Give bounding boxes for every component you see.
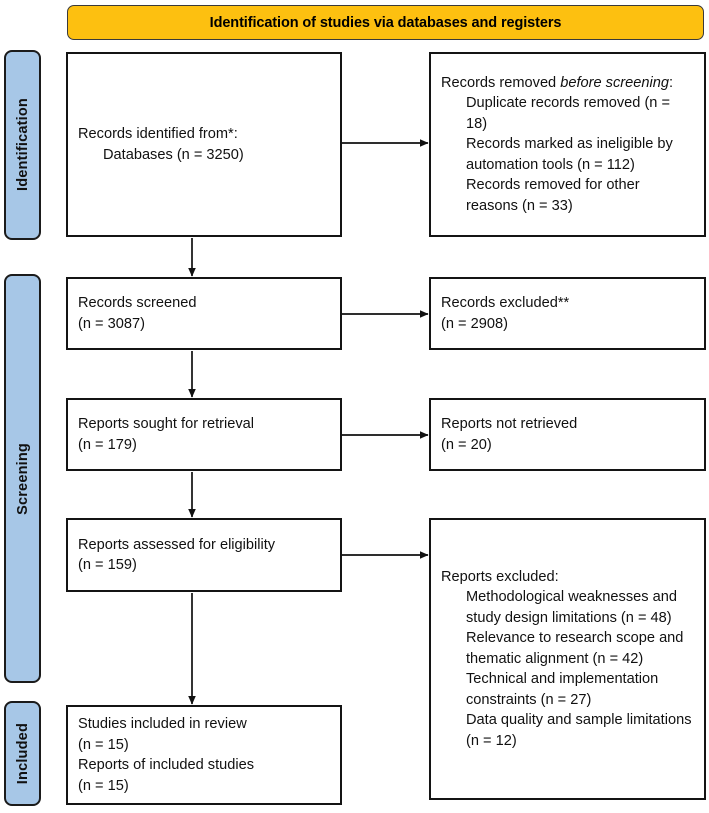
records-excluded-label: Records excluded** [441, 295, 570, 311]
reports-not-retrieved-count: (n = 20) [441, 436, 492, 453]
studies-included-label: Studies included in review [78, 716, 247, 732]
phase-label-screening: Screening [4, 274, 41, 683]
phase-label-included: Included [4, 701, 41, 806]
records-removed-heading: Records removed before screening: [441, 73, 694, 94]
reports-sought-count: (n = 179) [78, 436, 137, 453]
banner-identification-databases: Identification of studies via databases … [67, 5, 704, 40]
phase-label-identification-text: Identification [14, 98, 31, 192]
box-studies-included-in-review: Studies included in review (n = 15) Repo… [66, 705, 342, 805]
reports-included-count: (n = 15) [78, 777, 129, 794]
phase-label-identification: Identification [4, 50, 41, 240]
reports-sought-label: Reports sought for retrieval [78, 416, 255, 432]
reports-excluded-methodological: Methodological weaknesses and study desi… [466, 589, 677, 626]
reports-excluded-data-quality: Data quality and sample limitations (n =… [466, 712, 692, 749]
banner-title: Identification of studies via databases … [209, 14, 562, 31]
phase-label-included-text: Included [14, 722, 31, 785]
records-screened-label: Records screened [78, 295, 197, 311]
records-screened-count: (n = 3087) [78, 315, 145, 332]
records-removed-duplicates: Duplicate records removed (n = 18) [466, 95, 670, 132]
records-excluded-count: (n = 2908) [441, 315, 508, 332]
box-reports-excluded-reasons: Reports excluded: Methodological weaknes… [429, 518, 706, 800]
reports-excluded-heading: Reports excluded: [441, 568, 559, 585]
reports-assessed-count: (n = 159) [78, 557, 137, 573]
reports-assessed-label: Reports assessed for eligibility [78, 536, 276, 553]
box-records-identified: Records identified from*: Databases (n =… [66, 52, 342, 237]
records-identified-line1: Records identified from*: [78, 126, 238, 142]
box-reports-sought-for-retrieval: Reports sought for retrieval (n = 179) [66, 398, 342, 471]
reports-not-retrieved-label: Reports not retrieved [441, 416, 578, 432]
records-removed-other: Records removed for other reasons (n = 3… [466, 177, 640, 214]
reports-excluded-technical: Technical and implementation constraints… [466, 671, 659, 708]
phase-label-screening-text: Screening [14, 442, 31, 515]
box-records-screened: Records screened (n = 3087) [66, 277, 342, 350]
records-removed-heading-italic: before screening [560, 74, 669, 91]
box-reports-not-retrieved: Reports not retrieved (n = 20) [429, 398, 706, 471]
records-identified-databases: Databases (n = 3250) [103, 146, 244, 163]
reports-excluded-relevance: Relevance to research scope and thematic… [466, 630, 684, 667]
records-removed-automation: Records marked as ineligible by automati… [466, 136, 673, 173]
records-removed-heading-post: : [668, 74, 674, 91]
reports-included-label: Reports of included studies [78, 757, 255, 773]
studies-included-count: (n = 15) [78, 736, 129, 753]
box-records-excluded: Records excluded** (n = 2908) [429, 277, 706, 350]
records-removed-heading-pre: Records removed [441, 74, 561, 91]
box-reports-assessed-for-eligibility: Reports assessed for eligibility (n = 15… [66, 518, 342, 592]
box-records-removed-before-screening: Records removed before screening: Duplic… [429, 52, 706, 237]
